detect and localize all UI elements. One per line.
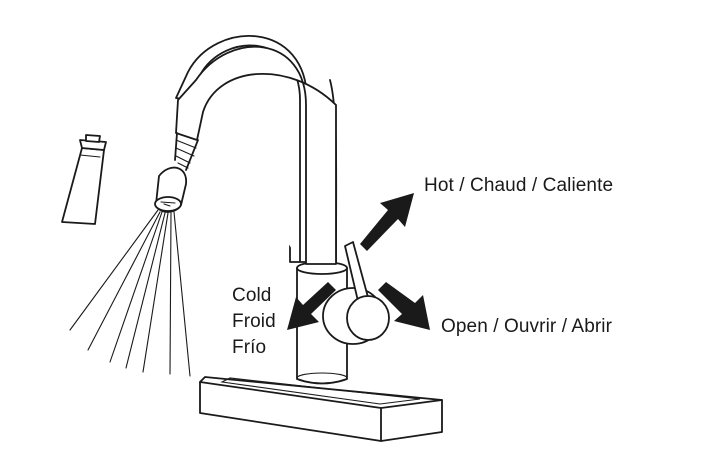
spray-stream	[69, 209, 191, 377]
froid-label: Froid	[232, 311, 276, 332]
faucet-handle	[322, 241, 390, 345]
hot-label: Hot / Chaud / Caliente	[424, 175, 614, 196]
deck-plate	[199, 376, 443, 442]
open-label: Open / Ouvrir / Abrir	[441, 316, 613, 337]
open-arrow	[378, 282, 430, 330]
hot-arrow	[360, 193, 414, 251]
cold-arrow	[287, 282, 336, 330]
spray-head	[154, 166, 187, 213]
spray-hose	[174, 132, 199, 171]
frio-label: Frío	[232, 337, 267, 358]
cartridge-part	[61, 134, 107, 225]
cold-label: Cold	[232, 285, 272, 306]
faucet-spout	[175, 35, 338, 265]
